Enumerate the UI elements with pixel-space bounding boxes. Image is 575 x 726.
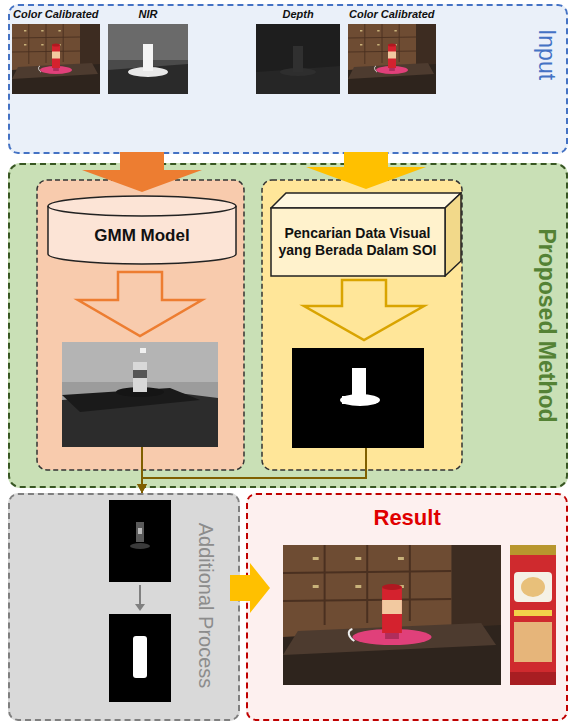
method-panel-title: Proposed Method: [533, 228, 560, 422]
cylinder-face: [48, 206, 236, 216]
result-panel: Result: [246, 493, 568, 721]
method-panel: Proposed Method GMM Model Pencarian Data V…: [8, 163, 568, 488]
result-panel-title: Result: [374, 505, 441, 531]
image-caption: Color Calibrated: [349, 8, 435, 20]
search-box-title: Pencarian Data Visual yang Berada Dalam …: [276, 225, 439, 259]
box3d-face: [271, 208, 445, 276]
input-panel-title: Input: [533, 28, 560, 79]
search-box-text-area: Pencarian Data Visual yang Berada Dalam …: [270, 207, 445, 277]
box3d-face: [271, 193, 461, 208]
image-caption: Color Calibrated: [13, 8, 99, 20]
search-box: Pencarian Data Visual yang Berada Dalam …: [270, 192, 462, 277]
additional-panel-title: Additional Process: [194, 522, 217, 688]
image-caption: NIR: [139, 8, 158, 20]
image-caption: Depth: [283, 8, 314, 20]
box3d-face: [445, 193, 461, 276]
cylinder-face: [48, 196, 236, 264]
gmm-cylinder-text-area: GMM Model: [47, 207, 237, 265]
additional-panel: Additional Process: [8, 493, 240, 721]
input-panel: Input: [8, 4, 568, 154]
gmm-cylinder: GMM Model: [47, 195, 237, 265]
gmm-cylinder-title: GMM Model: [94, 226, 189, 246]
